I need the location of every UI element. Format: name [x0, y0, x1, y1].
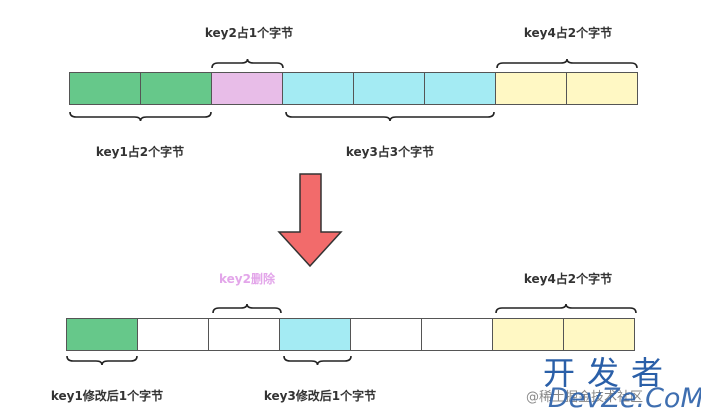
brace-top-key4	[496, 58, 638, 69]
brace-bottom-key3	[283, 355, 352, 366]
bottom-label-key3: key3修改后1个字节	[263, 389, 377, 403]
top-byte-3-key2	[211, 72, 283, 105]
brace-top-key1	[69, 111, 212, 122]
brace-top-key3	[285, 111, 495, 122]
down-arrow-icon	[277, 173, 343, 268]
watermark-small: @稀土掘金技术社区	[526, 390, 644, 405]
brace-top-key2	[211, 58, 284, 69]
brace-bottom-key4	[495, 303, 637, 314]
bottom-label-key4: key4占2个字节	[523, 272, 613, 286]
bottom-label-key2-deleted: key2删除	[219, 272, 275, 286]
top-label-key1: key1占2个字节	[95, 145, 185, 159]
brace-bottom-key2-deleted	[212, 303, 282, 314]
bottom-label-key1: key1修改后1个字节	[50, 389, 164, 403]
top-label-key2: key2占1个字节	[204, 26, 294, 40]
top-byte-8-key4	[566, 72, 638, 105]
top-byte-7-key4	[495, 72, 567, 105]
top-byte-6-key3	[424, 72, 496, 105]
bottom-byte-6-empty	[421, 318, 493, 351]
top-byte-1-key1	[69, 72, 141, 105]
top-byte-5-key3	[353, 72, 425, 105]
top-label-key3: key3占3个字节	[345, 145, 435, 159]
watermark-brand: 开发者	[543, 354, 676, 392]
watermark-url: DevZe.CoM	[548, 383, 701, 414]
bottom-byte-8-key4	[563, 318, 635, 351]
top-label-key4: key4占2个字节	[523, 26, 613, 40]
bottom-byte-5-empty	[350, 318, 422, 351]
brace-bottom-key1	[66, 355, 138, 366]
top-byte-2-key1	[140, 72, 212, 105]
bottom-byte-4-key3	[279, 318, 351, 351]
bottom-byte-1-key1	[66, 318, 138, 351]
bottom-byte-2-empty	[137, 318, 209, 351]
